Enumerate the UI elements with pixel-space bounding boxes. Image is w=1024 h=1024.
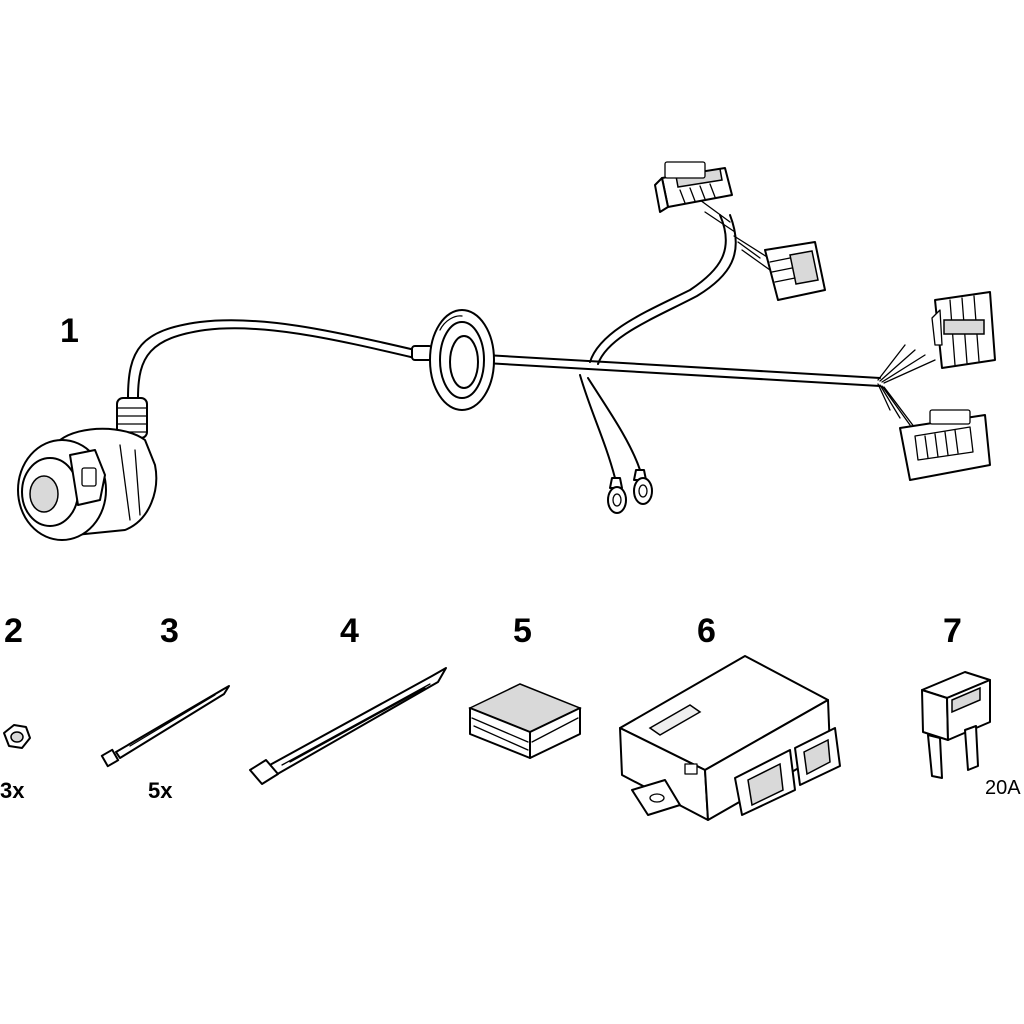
cable-tie-small bbox=[100, 685, 230, 768]
item-number-5: 5 bbox=[513, 612, 532, 650]
fuse-rating-label: 20A bbox=[985, 777, 1021, 799]
nut bbox=[3, 724, 31, 749]
item-quantity-2: 3x bbox=[0, 778, 25, 803]
connector-right-b bbox=[899, 409, 991, 481]
wiring-harness bbox=[17, 161, 996, 541]
item-number-1: 1 bbox=[60, 312, 79, 350]
item-number-3: 3 bbox=[160, 612, 179, 650]
item-quantity-3: 5x bbox=[148, 778, 173, 803]
item-number-7: 7 bbox=[943, 612, 962, 650]
adhesive-pad bbox=[468, 683, 582, 759]
control-module bbox=[619, 655, 841, 821]
item-number-4: 4 bbox=[340, 612, 359, 650]
grommet bbox=[429, 309, 495, 411]
cable-tie-large bbox=[249, 667, 447, 785]
item-number-6: 6 bbox=[697, 612, 716, 650]
connector-upper-b bbox=[764, 241, 826, 301]
connector-upper-a bbox=[654, 161, 733, 213]
item-number-2: 2 bbox=[4, 612, 23, 650]
trailer-socket bbox=[17, 397, 158, 541]
connector-right-a bbox=[931, 291, 996, 369]
blade-fuse bbox=[921, 671, 991, 779]
